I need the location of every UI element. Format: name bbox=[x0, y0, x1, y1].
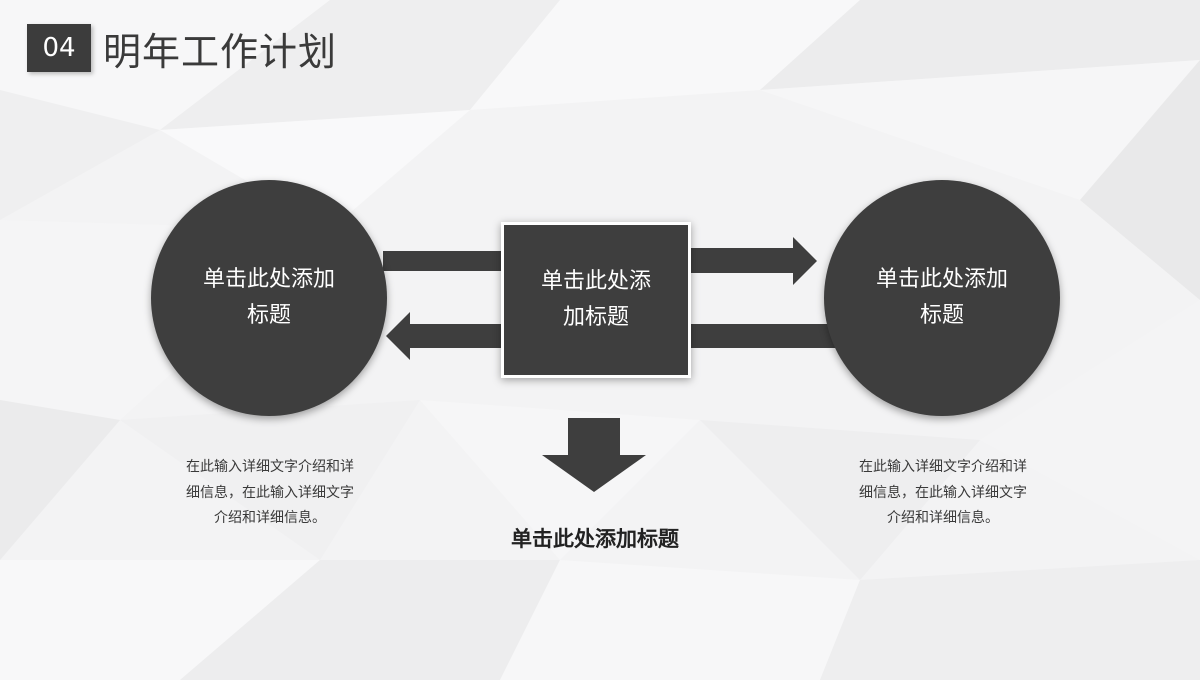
left-description: 在此输入详细文字介绍和详细信息，在此输入详细文字介绍和详细信息。 bbox=[186, 459, 354, 526]
connector-right-bottom bbox=[688, 324, 840, 348]
right-circle-node[interactable]: 单击此处添加标题 bbox=[824, 180, 1060, 416]
section-number-badge: 04 bbox=[27, 24, 91, 72]
right-description: 在此输入详细文字介绍和详细信息，在此输入详细文字介绍和详细信息。 bbox=[859, 459, 1027, 526]
center-node-label: 单击此处添加标题 bbox=[540, 269, 651, 330]
left-node-label: 单击此处添加标题 bbox=[202, 267, 335, 328]
arrow-down bbox=[542, 418, 646, 492]
arrow-right bbox=[688, 237, 817, 285]
connector-left-top bbox=[383, 251, 505, 271]
center-box-node[interactable]: 单击此处添加标题 bbox=[501, 222, 691, 378]
left-circle-node[interactable]: 单击此处添加标题 bbox=[151, 180, 387, 416]
right-node-label: 单击此处添加标题 bbox=[875, 267, 1008, 328]
bottom-title: 单击此处添加标题 bbox=[511, 527, 679, 551]
page-title: 明年工作计划 bbox=[103, 30, 338, 74]
arrow-left bbox=[386, 312, 505, 360]
